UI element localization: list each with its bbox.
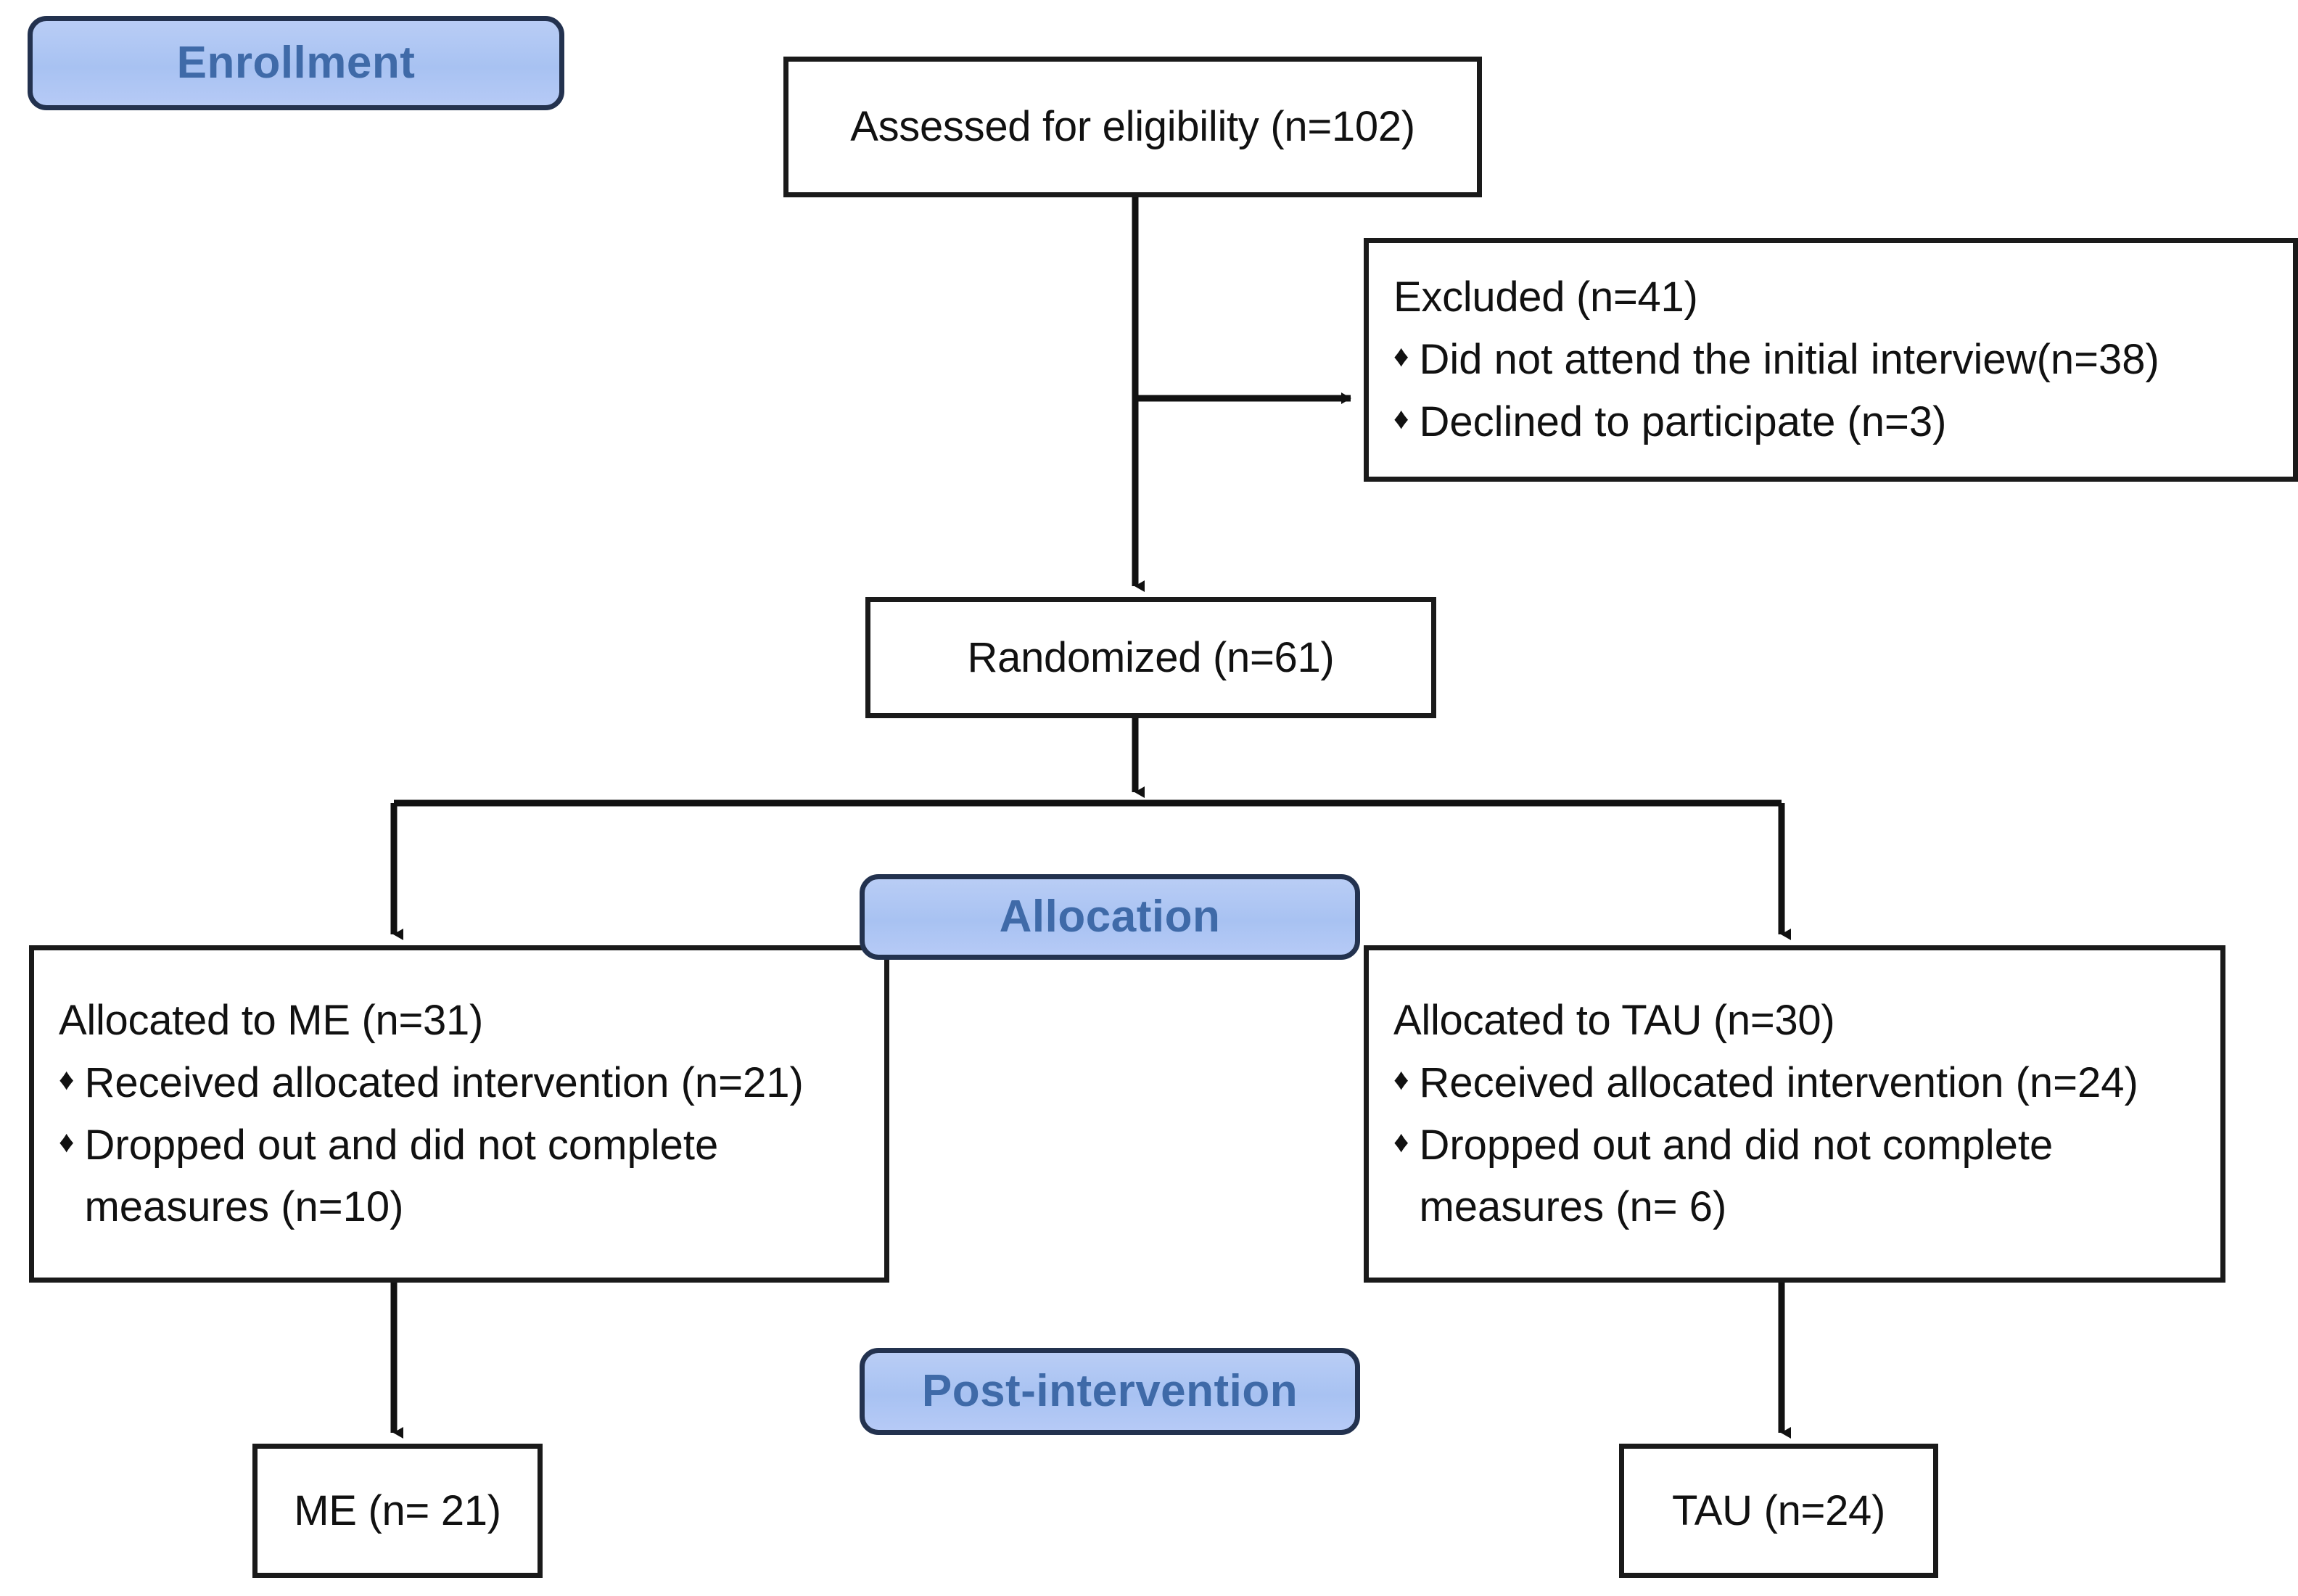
node-allocated-tau-item-0: ♦ Received allocated intervention (n=24) xyxy=(1393,1052,2138,1114)
node-allocated-me-title: Allocated to ME (n=31) xyxy=(59,996,483,1044)
node-excluded: Excluded (n=41) ♦ Did not attend the ini… xyxy=(1364,238,2298,482)
node-allocated-me-item-1: ♦ Dropped out and did not complete measu… xyxy=(59,1114,871,1239)
node-allocated-me-item-0-label: Received allocated intervention (n=21) xyxy=(84,1058,804,1106)
node-allocated-tau-item-1-label: Dropped out and did not complete measure… xyxy=(1419,1121,2054,1231)
stage-badge-enrollment-label: Enrollment xyxy=(176,38,416,88)
node-excluded-reason-0-label: Did not attend the initial interview(n=3… xyxy=(1419,336,2159,384)
node-final-me-title: ME (n= 21) xyxy=(294,1486,501,1534)
stage-badge-enrollment: Enrollment xyxy=(28,16,564,110)
node-allocated-me-item-0: ♦ Received allocated intervention (n=21) xyxy=(59,1052,804,1114)
node-excluded-reason-0: ♦ Did not attend the initial interview(n… xyxy=(1393,329,2159,391)
diamond-bullet-icon: ♦ xyxy=(1393,339,1409,374)
stage-badge-allocation: Allocation xyxy=(860,874,1360,960)
node-randomized: Randomized (n=61) xyxy=(865,597,1436,718)
node-randomized-title: Randomized (n=61) xyxy=(967,633,1335,681)
diamond-bullet-icon: ♦ xyxy=(1393,1124,1409,1159)
node-allocated-me-item-1-label: Dropped out and did not complete measure… xyxy=(84,1121,719,1231)
node-excluded-title: Excluded (n=41) xyxy=(1393,273,1698,321)
stage-badge-allocation-label: Allocation xyxy=(999,892,1221,942)
diamond-bullet-icon: ♦ xyxy=(59,1124,75,1159)
diamond-bullet-icon: ♦ xyxy=(59,1061,75,1096)
node-allocated-tau-item-0-label: Received allocated intervention (n=24) xyxy=(1419,1058,2138,1106)
node-final-tau: TAU (n=24) xyxy=(1619,1444,1938,1578)
node-allocated-tau-title: Allocated to TAU (n=30) xyxy=(1393,996,1835,1044)
stage-badge-post-intervention-label: Post-intervention xyxy=(921,1366,1298,1416)
node-final-tau-title: TAU (n=24) xyxy=(1671,1486,1886,1534)
node-excluded-reason-1-label: Declined to participate (n=3) xyxy=(1419,398,1947,445)
diamond-bullet-icon: ♦ xyxy=(1393,400,1409,435)
stage-badge-post-intervention: Post-intervention xyxy=(860,1348,1360,1435)
node-allocated-me: Allocated to ME (n=31) ♦ Received alloca… xyxy=(29,945,889,1283)
node-assessed-title: Assessed for eligibility (n=102) xyxy=(850,103,1415,151)
node-excluded-reason-1: ♦ Declined to participate (n=3) xyxy=(1393,391,1946,453)
diamond-bullet-icon: ♦ xyxy=(1393,1061,1409,1096)
node-final-me: ME (n= 21) xyxy=(252,1444,543,1578)
node-allocated-tau-item-1: ♦ Dropped out and did not complete measu… xyxy=(1393,1114,2207,1239)
node-assessed-for-eligibility: Assessed for eligibility (n=102) xyxy=(783,57,1482,197)
node-allocated-tau: Allocated to TAU (n=30) ♦ Received alloc… xyxy=(1364,945,2225,1283)
